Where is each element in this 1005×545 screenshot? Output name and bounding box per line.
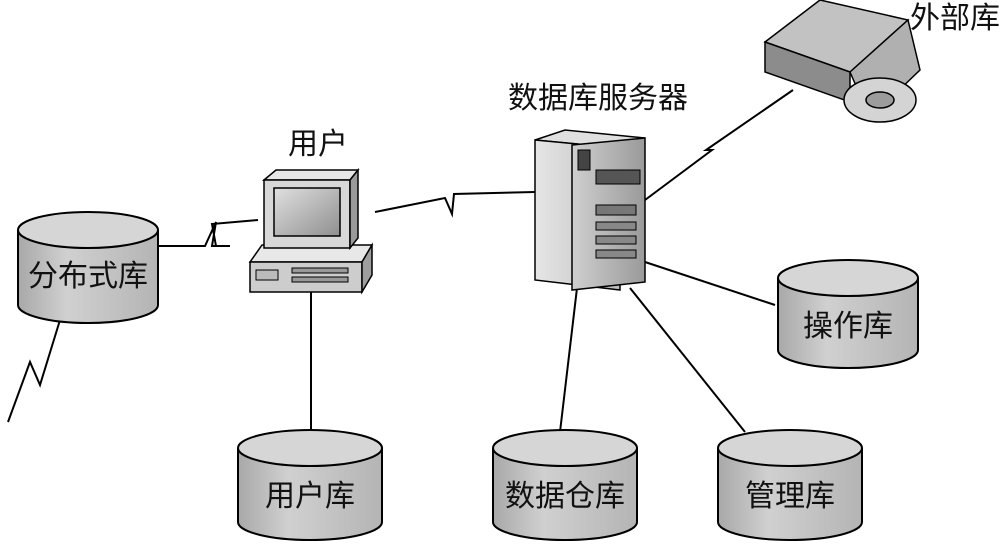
label-operation-db: 操作库 <box>803 309 893 344</box>
cylinder-data-warehouse <box>492 429 638 541</box>
link-server-warehouse <box>559 287 578 433</box>
cylinder-distributed-db <box>17 211 159 324</box>
external-drive-icon <box>763 0 921 123</box>
label-user: 用户 <box>288 127 348 162</box>
cylinder-operation-db <box>777 259 919 369</box>
label-distributed-db: 分布式库 <box>28 259 148 294</box>
connections <box>7 89 794 433</box>
link-server-operation <box>644 261 776 306</box>
label-management-db: 管理库 <box>745 479 835 514</box>
cylinder-user-db <box>237 429 383 541</box>
link-server-external <box>644 89 794 201</box>
label-db-server: 数据库服务器 <box>508 81 688 116</box>
cylinder-management-db <box>717 429 863 541</box>
db-server-icon <box>534 129 646 291</box>
label-external-db: 外部库 <box>910 1 1000 36</box>
label-data-warehouse: 数据仓库 <box>505 479 625 514</box>
user-pc-icon <box>248 167 374 295</box>
link-server-management <box>629 287 746 433</box>
link-distributed-remote <box>7 319 61 423</box>
label-user-db: 用户库 <box>265 479 355 514</box>
link-user-server <box>374 191 536 218</box>
link-distributed-user <box>158 219 259 247</box>
